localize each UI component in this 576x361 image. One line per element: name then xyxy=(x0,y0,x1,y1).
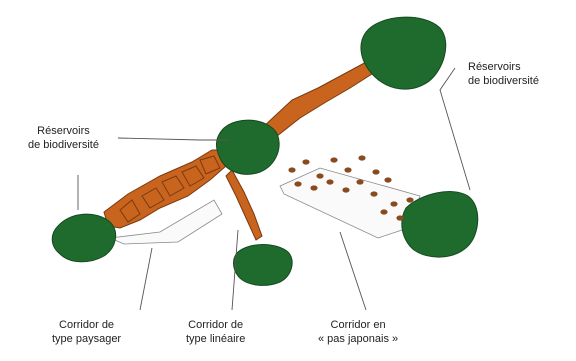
stepping-stone-13 xyxy=(370,191,378,197)
stepping-stone-16 xyxy=(380,209,388,215)
stepping-stone-18 xyxy=(406,197,414,203)
label-corridor-linear-line1: Corridor de xyxy=(188,319,244,331)
stepping-stone-6 xyxy=(358,155,366,161)
stepping-stone-8 xyxy=(294,181,302,187)
reservoir-bottom xyxy=(233,244,293,286)
ground-plane-landscape xyxy=(108,199,223,245)
leader-lines xyxy=(77,67,471,311)
label-reservoir-right-line2: de biodiversité xyxy=(468,75,539,87)
label-reservoir-right-line1: Réservoirs xyxy=(468,61,521,73)
reservoir-left xyxy=(51,213,117,263)
stepping-stone-3 xyxy=(316,173,324,179)
label-reservoir-left-line1: Réservoirs xyxy=(37,125,90,137)
stepping-stone-4 xyxy=(330,157,338,163)
corridor-landscape-patches xyxy=(119,155,221,223)
stepping-stone-11 xyxy=(342,187,350,193)
label-reservoir-right: Réservoirs de biodiversité xyxy=(468,60,539,88)
stepping-stone-5 xyxy=(344,167,352,173)
ground-plane-stepping xyxy=(279,167,421,239)
label-reservoir-left: Réservoirs de biodiversité xyxy=(28,124,99,152)
leader-corridor-landscape xyxy=(139,247,153,311)
corridor-linear xyxy=(225,169,263,241)
stepping-stone-14 xyxy=(384,177,392,183)
stepping-stone-10 xyxy=(326,179,334,185)
stepping-stone-7 xyxy=(372,169,380,175)
label-corridor-landscape-line2: type paysager xyxy=(52,333,122,345)
reservoir-right xyxy=(401,191,479,258)
leader-reservoir-right xyxy=(439,67,471,191)
label-corridor-stepping-line2: « pas japonais » xyxy=(318,333,399,345)
stepping-stone-2 xyxy=(302,159,310,165)
stepping-stone-9 xyxy=(310,185,318,191)
leader-corridor-stepping xyxy=(339,231,367,311)
label-corridor-landscape: Corridor de type paysager xyxy=(52,318,121,346)
label-corridor-stepping: Corridor en « pas japonais » xyxy=(318,318,398,346)
stepping-stone-12 xyxy=(356,179,364,185)
label-corridor-landscape-line1: Corridor de xyxy=(59,319,115,331)
reservoir-top-right xyxy=(360,16,447,90)
stepping-stone-15 xyxy=(390,201,398,207)
reservoir-center xyxy=(216,119,280,175)
stepping-stone-patches xyxy=(288,155,414,221)
label-reservoir-left-line2: de biodiversité xyxy=(28,139,99,151)
label-corridor-linear-line2: type linéaire xyxy=(186,333,246,345)
leader-corridor-linear xyxy=(231,229,239,311)
stepping-stone-1 xyxy=(288,167,296,173)
label-corridor-stepping-line1: Corridor en xyxy=(330,319,386,331)
label-corridor-linear: Corridor de type linéaire xyxy=(186,318,245,346)
leader-reservoir-left xyxy=(77,137,228,210)
stepping-stone-17 xyxy=(396,215,404,221)
